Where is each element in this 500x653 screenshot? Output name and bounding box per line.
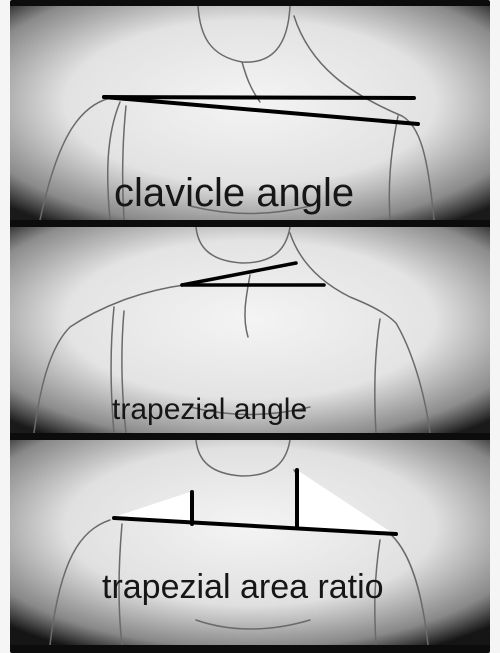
panel-trapezial-angle: trapezial angle [10, 227, 490, 433]
panel-background [10, 440, 490, 645]
trapezial-area-ratio-label: trapezial area ratio [102, 568, 384, 606]
trapezial-angle-label: trapezial angle [112, 393, 307, 426]
horizontal-reference-line [104, 97, 414, 98]
clavicle-angle-label: clavicle angle [114, 171, 354, 215]
panel-clavicle-angle: clavicle angle [10, 6, 490, 220]
panel-trapezial-area-ratio: trapezial area ratio [10, 440, 490, 645]
figure-frame: clavicle angle [10, 0, 490, 653]
